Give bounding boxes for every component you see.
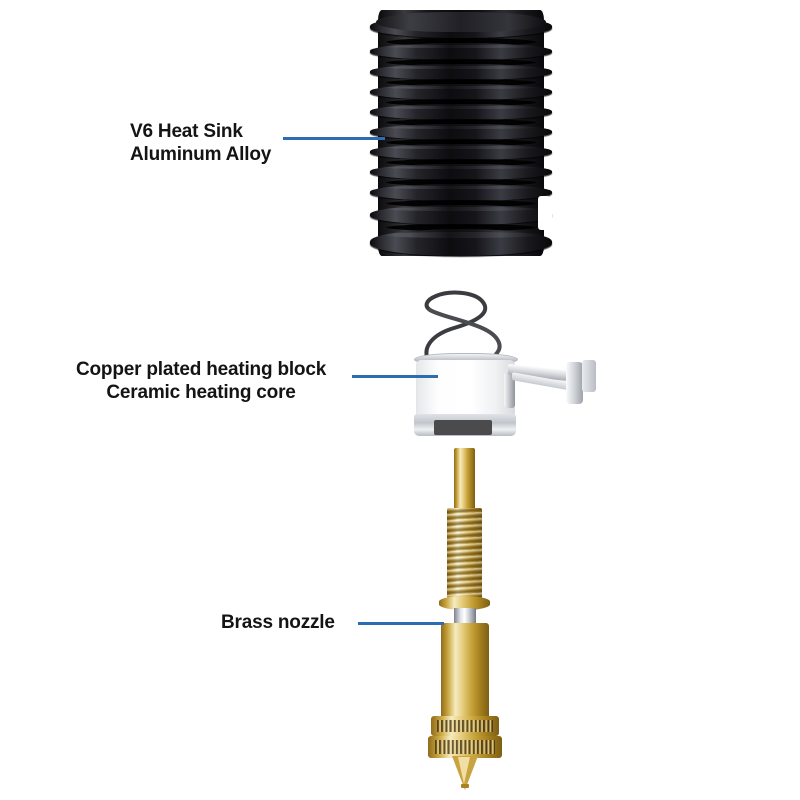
nozzle-orifice — [461, 784, 469, 788]
heat-sink-fin — [370, 164, 552, 180]
part-v6-heat-sink — [370, 10, 552, 256]
heating-block-cartridge-window — [434, 420, 492, 435]
callout-heating-block-line1: Copper plated heating block — [76, 359, 327, 380]
spring-wire-icon — [424, 290, 502, 362]
bracket-clip — [582, 360, 596, 392]
callout-heat-sink-line2: Aluminum Alloy — [130, 144, 272, 165]
heat-sink-gap — [386, 224, 536, 231]
heating-block-ceramic-body — [416, 360, 515, 418]
nozzle-knurled-ring — [428, 736, 502, 758]
heat-sink-gap — [386, 139, 536, 146]
heat-sink-gap — [386, 119, 536, 126]
heating-block-side-tab — [504, 372, 515, 408]
heat-sink-gap — [386, 79, 536, 86]
heating-block-bracket-arm — [508, 360, 604, 406]
nozzle-knurled-ring — [431, 716, 499, 736]
callout-brass-nozzle-line1: Brass nozzle — [221, 612, 335, 633]
callout-heat-sink: V6 Heat Sink Aluminum Alloy — [130, 120, 271, 166]
heat-sink-gap — [386, 179, 536, 186]
heat-sink-fin — [370, 229, 552, 256]
heat-sink-gap — [386, 59, 536, 66]
leader-line-heat-sink — [283, 137, 385, 140]
heat-sink-gap — [386, 159, 536, 166]
heat-sink-fin — [370, 84, 552, 100]
nozzle-inlet-tube — [454, 448, 475, 510]
heat-sink-fin — [370, 104, 552, 120]
heat-sink-fin — [370, 184, 552, 201]
heat-sink-fin — [370, 205, 552, 225]
heat-sink-gap — [386, 99, 536, 106]
nozzle-cone-highlight — [458, 757, 470, 784]
leader-line-brass-nozzle — [358, 622, 444, 625]
nozzle-flange — [439, 596, 490, 610]
nozzle-steel-neck — [454, 608, 476, 626]
heat-sink-gap — [386, 38, 536, 46]
heat-sink-side-notch — [543, 206, 552, 222]
heat-sink-fin — [370, 64, 552, 80]
leader-line-heating-block — [352, 375, 438, 378]
callout-heat-sink-line1: V6 Heat Sink — [130, 121, 243, 142]
heat-sink-fin — [370, 124, 552, 140]
callout-heating-block-line2: Ceramic heating core — [106, 382, 296, 403]
nozzle-main-body — [441, 623, 489, 719]
heat-sink-fin — [370, 144, 552, 160]
bracket-clip — [566, 362, 583, 404]
nozzle-threaded-shank — [447, 508, 482, 598]
part-brass-nozzle — [408, 448, 528, 792]
part-heating-block — [412, 276, 602, 436]
callout-heating-block: Copper plated heating block Ceramic heat… — [76, 358, 326, 404]
heat-sink-gap — [386, 200, 536, 207]
heat-sink-top-cap — [376, 12, 546, 32]
heat-sink-fin — [370, 43, 552, 60]
callout-brass-nozzle: Brass nozzle — [221, 611, 335, 634]
